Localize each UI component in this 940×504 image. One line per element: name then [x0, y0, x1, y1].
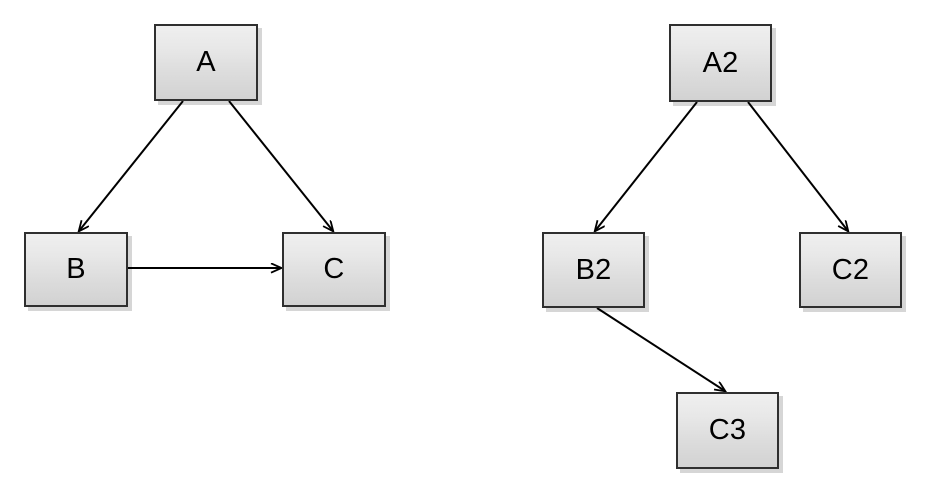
node-label-b2: B2 [575, 253, 612, 286]
node-label-c3: C3 [708, 414, 747, 446]
edge-a-to-b[interactable] [79, 100, 184, 231]
node-label-c: C [323, 253, 345, 285]
node-label-a2: A2 [702, 46, 739, 79]
edge-a-to-c[interactable] [228, 100, 333, 231]
node-b[interactable]: B [24, 232, 128, 307]
node-a[interactable]: A [154, 24, 258, 101]
node-b2[interactable]: B2 [542, 232, 645, 308]
edge-b2-to-c3[interactable] [596, 307, 725, 391]
node-a2[interactable]: A2 [669, 24, 772, 102]
node-c[interactable]: C [282, 232, 386, 307]
node-label-a: A [196, 46, 216, 78]
edge-a2-to-b2[interactable] [595, 101, 698, 231]
node-label-b: B [66, 253, 86, 285]
node-label-c2: C2 [831, 253, 870, 286]
node-c3[interactable]: C3 [676, 392, 779, 469]
edge-a2-to-c2[interactable] [747, 101, 848, 231]
node-c2[interactable]: C2 [799, 232, 902, 308]
